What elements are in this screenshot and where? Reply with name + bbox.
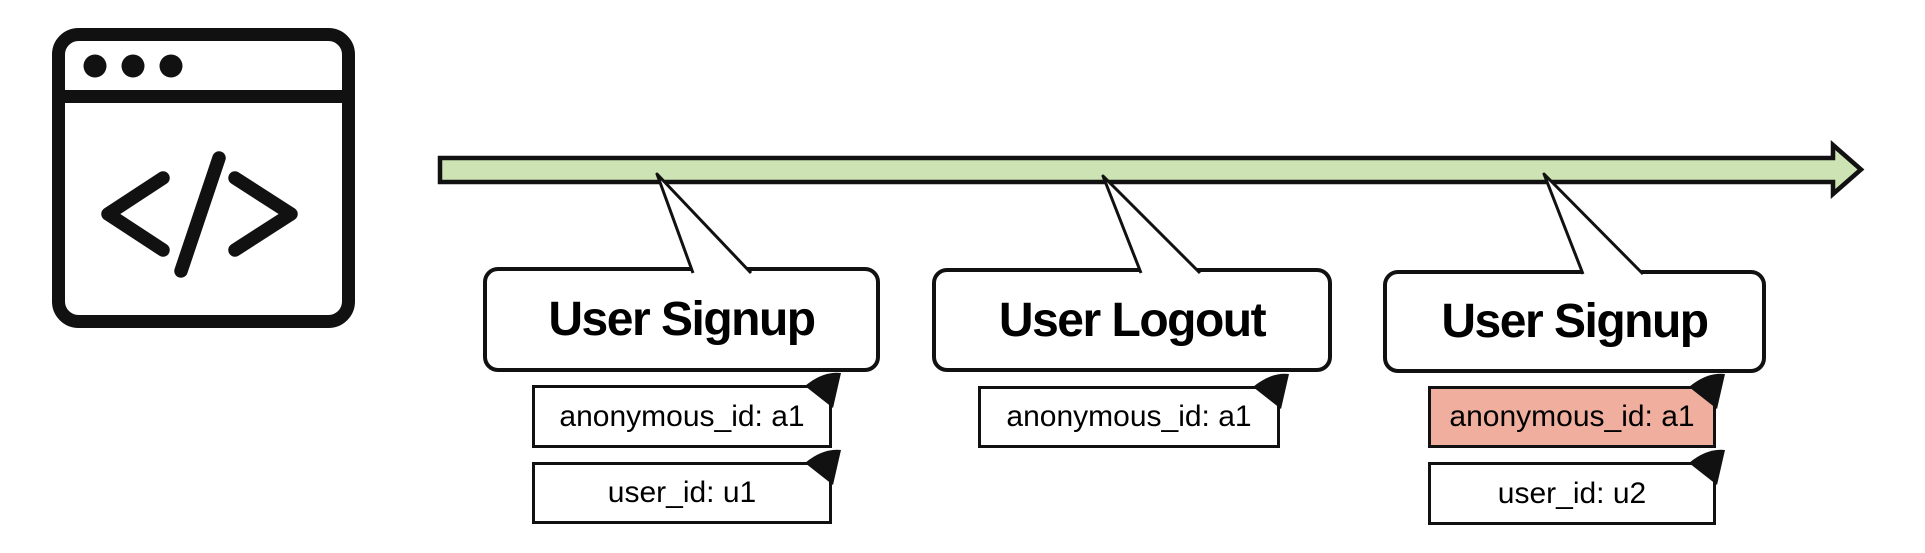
browser-dot-icon (83, 54, 107, 78)
event-title: User Logout (998, 293, 1267, 347)
code-glyph-icon (101, 151, 298, 278)
tag-label: user_id: u2 (1497, 476, 1647, 510)
tag-anonymous-id: anonymous_id: a1 (978, 386, 1280, 448)
event-callout-user-signup-2: User Signup (1383, 270, 1766, 373)
callout-pointer-3 (1542, 172, 1645, 276)
callout-pointer-2 (1101, 174, 1202, 275)
tag-label: user_id: u1 (607, 476, 757, 509)
timeline-arrow (437, 140, 1865, 199)
browser-dot-icon (159, 54, 183, 78)
event-title: User Signup (548, 293, 816, 346)
event-callout-user-signup-1: User Signup (483, 267, 880, 372)
tag-user-id: user_id: u1 (532, 462, 832, 524)
event-title: User Signup (1441, 295, 1709, 348)
code-browser-icon (52, 28, 355, 328)
tag-label: anonymous_id: a1 (1006, 400, 1252, 433)
tag-label: anonymous_id: a1 (1449, 400, 1695, 433)
browser-dot-icon (121, 54, 145, 78)
event-callout-user-logout: User Logout (932, 268, 1332, 372)
browser-window-frame (52, 28, 355, 328)
tag-anonymous-id: anonymous_id: a1 (1428, 386, 1716, 448)
tag-user-id: user_id: u2 (1428, 462, 1716, 525)
tag-label: anonymous_id: a1 (559, 399, 805, 433)
tag-anonymous-id: anonymous_id: a1 (532, 385, 832, 448)
callout-pointer-1 (655, 172, 753, 275)
